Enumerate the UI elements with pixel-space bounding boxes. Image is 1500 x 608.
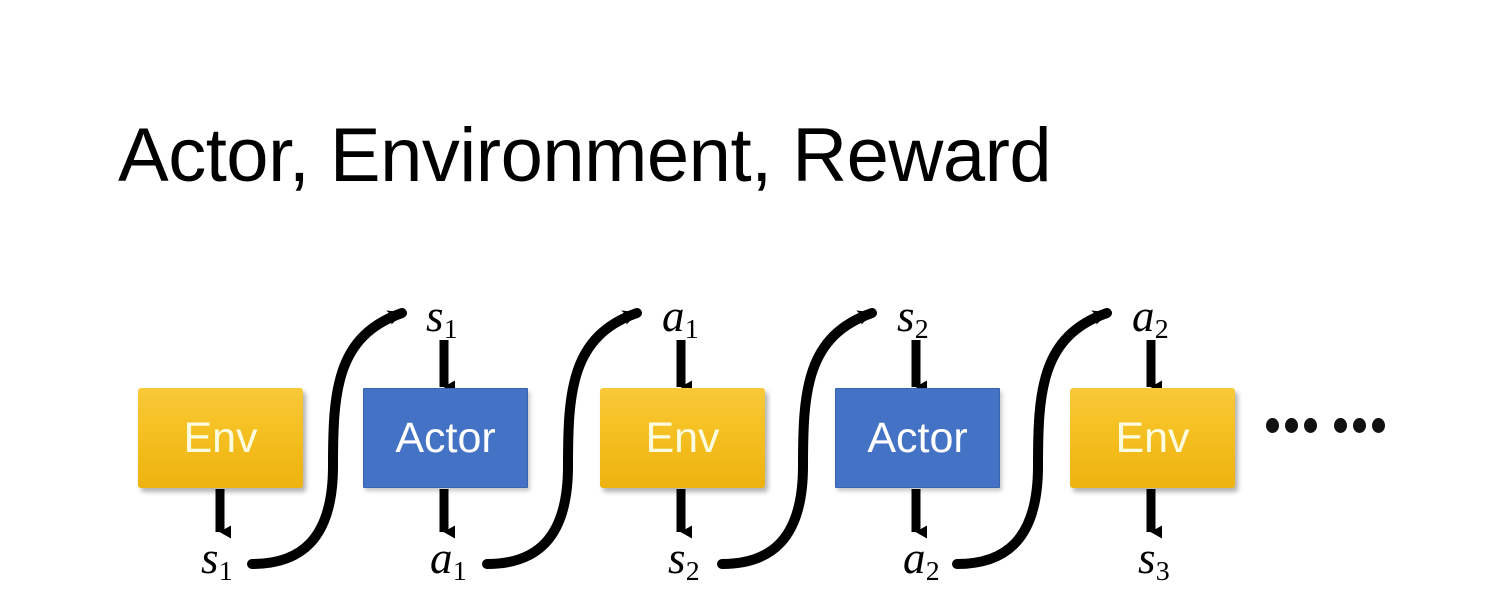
ellipsis-dot bbox=[1266, 418, 1279, 433]
ellipsis-dot bbox=[1353, 418, 1366, 433]
node-actor-2[interactable]: Actor bbox=[835, 388, 1000, 488]
label-top-a2: a2 bbox=[1132, 291, 1169, 344]
node-env-2[interactable]: Env bbox=[600, 388, 765, 488]
node-actor-1[interactable]: Actor bbox=[363, 388, 528, 488]
ellipsis-dot bbox=[1285, 418, 1298, 433]
node-env-2-label: Env bbox=[645, 413, 720, 462]
node-env-1-label: Env bbox=[183, 413, 258, 462]
label-bottom-s2-base: s bbox=[668, 533, 686, 583]
label-bottom-s1: s1 bbox=[201, 533, 233, 586]
down-arrows-out-of-boxes bbox=[215, 489, 1162, 539]
node-env-3-label: Env bbox=[1115, 413, 1190, 462]
label-top-a2-sub: 2 bbox=[1154, 314, 1169, 346]
label-bottom-s3-base: s bbox=[1138, 533, 1156, 583]
ellipsis-dot bbox=[1304, 418, 1317, 433]
label-top-a2-base: a bbox=[1132, 291, 1155, 341]
ellipsis-gap bbox=[1323, 425, 1328, 426]
label-bottom-s2: s2 bbox=[668, 533, 700, 586]
label-bottom-s3: s3 bbox=[1138, 533, 1170, 586]
label-bottom-s3-sub: 3 bbox=[1155, 556, 1170, 588]
curve-a1-feedback bbox=[482, 308, 642, 569]
label-top-s2-sub: 2 bbox=[914, 314, 929, 346]
label-top-a1-base: a bbox=[662, 291, 685, 341]
feedback-curves bbox=[247, 308, 1112, 569]
label-top-s2: s2 bbox=[897, 291, 929, 344]
page-title: Actor, Environment, Reward bbox=[118, 113, 1052, 198]
node-actor-1-label: Actor bbox=[395, 413, 496, 462]
node-actor-2-label: Actor bbox=[867, 413, 968, 462]
down-arrows-into-boxes bbox=[439, 340, 1162, 394]
label-bottom-a1: a1 bbox=[430, 533, 467, 586]
label-top-s1: s1 bbox=[426, 291, 458, 344]
label-bottom-s2-sub: 2 bbox=[685, 556, 700, 588]
label-top-a1: a1 bbox=[662, 291, 699, 344]
ellipsis-dot bbox=[1334, 418, 1347, 433]
curve-s1-feedback bbox=[247, 308, 407, 569]
label-top-s2-base: s bbox=[897, 291, 915, 341]
label-bottom-s1-base: s bbox=[201, 533, 219, 583]
node-env-1[interactable]: Env bbox=[138, 388, 303, 488]
ellipsis-continuation bbox=[1266, 418, 1385, 433]
ellipsis-dot bbox=[1372, 418, 1385, 433]
curve-s2-feedback bbox=[717, 308, 877, 569]
label-bottom-s1-sub: 1 bbox=[218, 556, 233, 588]
node-env-3[interactable]: Env bbox=[1070, 388, 1235, 488]
label-bottom-a1-base: a bbox=[430, 533, 453, 583]
curve-a2-feedback bbox=[952, 308, 1112, 569]
label-top-s1-base: s bbox=[426, 291, 444, 341]
label-bottom-a2-base: a bbox=[903, 533, 926, 583]
label-bottom-a2: a2 bbox=[903, 533, 940, 586]
label-bottom-a2-sub: 2 bbox=[925, 556, 940, 588]
label-bottom-a1-sub: 1 bbox=[452, 556, 467, 588]
label-top-a1-sub: 1 bbox=[684, 314, 699, 346]
label-top-s1-sub: 1 bbox=[443, 314, 458, 346]
